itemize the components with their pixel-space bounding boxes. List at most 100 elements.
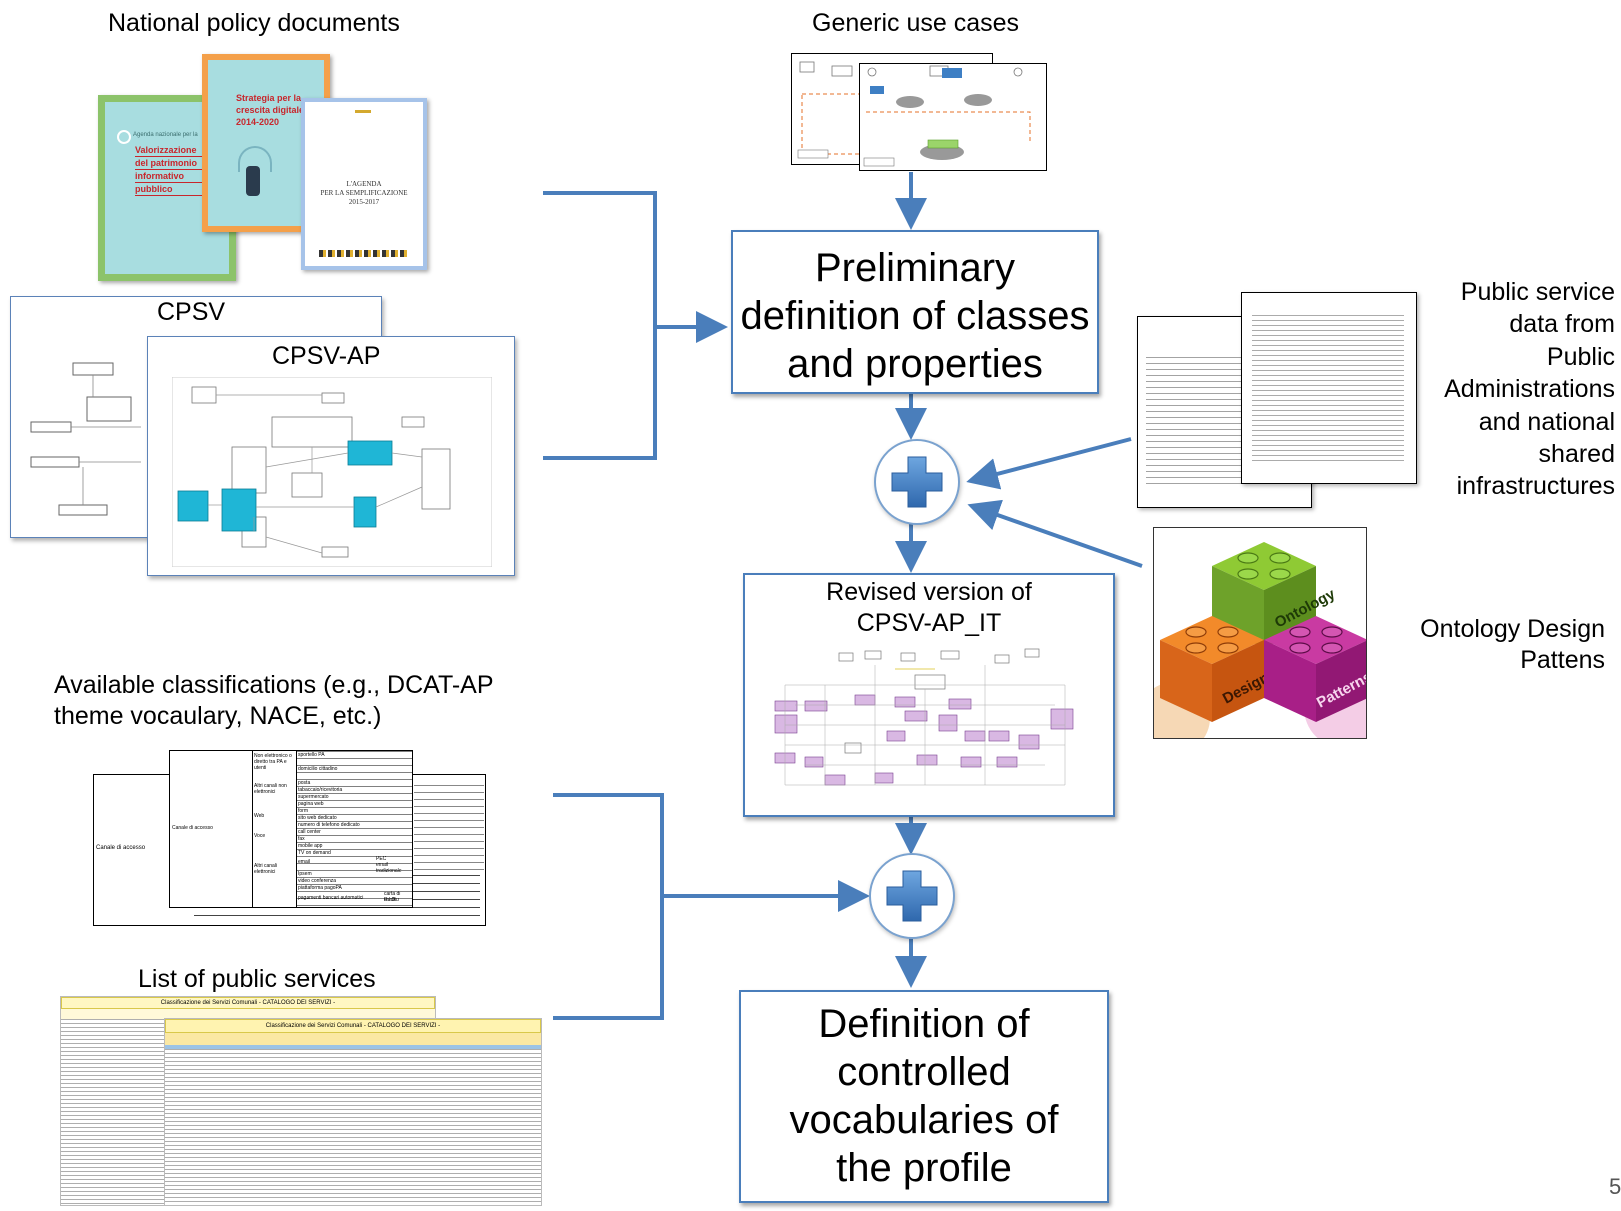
classification-table-front: Canale di accesso Non elettronico o dire…	[169, 750, 413, 908]
national-policy-label: National policy documents	[108, 9, 400, 37]
table-value-21: R.I.D.	[384, 897, 397, 903]
table-value-19: pagamenti bancari automatici	[298, 895, 364, 901]
revised-uml-sketch	[774, 648, 1074, 786]
revised-line-2: CPSV-AP_IT	[856, 609, 1002, 637]
psd-line-6: shared	[1538, 440, 1615, 469]
psd-line-3: Public	[1546, 342, 1615, 371]
doc-green-title-4: pubblico	[135, 183, 223, 196]
doc-green-line: Agenda nazionale per la	[133, 132, 198, 138]
psd-line-5: and national	[1478, 407, 1615, 436]
plus-icon	[891, 456, 943, 508]
plus-icon	[886, 870, 938, 922]
table-value-3: tabaccaio/ricevitoria	[298, 787, 343, 793]
table-row-3: Voce	[254, 833, 266, 839]
use-case-diagram-front	[859, 63, 1047, 171]
table-value-20: carta di credito	[384, 891, 401, 903]
psd-line-7: infrastructures	[1456, 472, 1615, 501]
psd-front-text	[1252, 315, 1404, 465]
table-value-10: fax	[298, 836, 305, 842]
revised-version-label: Revised version of CPSV-AP_IT	[745, 577, 1113, 639]
preliminary-definition-box: Preliminary definition of classes and pr…	[731, 230, 1099, 394]
table-row-1: Altri canali non elettronici	[254, 783, 287, 795]
arrow-odp-plus	[967, 499, 1143, 568]
psd-document-front	[1241, 292, 1417, 484]
doc-logo-icon	[117, 130, 131, 144]
ontology-blocks-icon: Ontology Design Patterns	[1154, 542, 1366, 738]
definition-line-1: Definition of	[818, 1002, 1030, 1046]
spreadsheet-title-1: Classificazione dei Servizi Comunali - C…	[61, 997, 435, 1009]
table-col-categories: Non elettronico o diretto tra PA e utent…	[252, 751, 297, 907]
table-value-7: sito web dedicato	[298, 815, 337, 821]
classifications-line-1: Available classifications (e.g., DCAT-AP	[54, 671, 494, 699]
table-value-9: call center	[298, 829, 321, 835]
back-table-left-cell: Canale di accesso	[96, 845, 146, 851]
table-row-0: Non elettronico o diretto tra PA e utent…	[254, 753, 292, 771]
table-value-8: numero di telefono dedicato	[298, 822, 360, 828]
list-services-label: List of public services	[138, 965, 376, 993]
definition-line-4: the profile	[836, 1146, 1012, 1190]
table-value-14: PEC	[376, 856, 387, 862]
odp-line-1: Ontology Design	[1420, 615, 1605, 643]
bracket-top	[543, 191, 657, 460]
odp-label: Ontology Design Pattens	[1420, 614, 1605, 676]
odp-image: Ontology Design Patterns	[1153, 527, 1367, 739]
doc-blue-title-1: L'AGENDA	[346, 180, 382, 188]
definition-line-3: vocabularies of	[789, 1098, 1059, 1142]
doc-blue-footer-icons	[319, 250, 407, 257]
table-col-values: sportello PA domicilio cittadino posta t…	[296, 751, 412, 907]
arrow-psd-plus	[966, 437, 1132, 490]
psd-line-1: Public service	[1460, 278, 1615, 306]
table-value-18: piattaforma pagoPA	[298, 885, 342, 891]
doc-blue-title-3: 2015-2017	[348, 198, 380, 206]
table-value-11: mobile app	[298, 843, 323, 849]
cpsv-ap-label: CPSV-AP	[272, 342, 381, 370]
psd-line-2: data from	[1509, 310, 1615, 339]
table-col-header: Canale di accesso	[172, 825, 213, 831]
preliminary-line-1: Preliminary	[814, 246, 1016, 290]
table-value-16: Ipsem	[298, 871, 312, 877]
classifications-line-2: theme vocaulary, NACE, etc.)	[54, 702, 382, 730]
psd-line-4: Administrations	[1444, 375, 1615, 404]
doc-orange-title-3: 2014-2020	[236, 117, 280, 127]
bracket-bottom	[553, 793, 664, 1020]
generic-use-cases-label: Generic use cases	[812, 9, 1020, 37]
doc-blue-title-2: PER LA SEMPLIFICAZIONE	[320, 189, 408, 197]
table-value-12: TV on demand	[298, 850, 331, 856]
use-case-front-sketch	[863, 65, 1031, 167]
preliminary-line-3: and properties	[787, 342, 1043, 386]
table-value-2: posta	[298, 780, 311, 786]
revised-version-box: Revised version of CPSV-AP_IT	[743, 573, 1115, 817]
doc-green-title-1: Valorizzazione	[135, 144, 223, 157]
table-row-4: Altri canali elettronici	[254, 863, 278, 875]
table-value-17: video conferenza	[298, 878, 337, 884]
classifications-label: Available classifications (e.g., DCAT-AP…	[54, 670, 494, 732]
definition-line-2: controlled	[837, 1050, 1011, 1094]
cpsv-ap-mini-uml	[172, 377, 492, 567]
table-row-2: Web	[254, 813, 265, 819]
table-value-0: sportello PA	[298, 752, 325, 758]
plus-circle-2	[869, 853, 955, 939]
doc-blue-title: L'AGENDA PER LA SEMPLIFICAZIONE 2015-201…	[305, 180, 423, 207]
table-value-13: email	[298, 859, 310, 865]
revised-line-1: Revised version of	[826, 578, 1032, 606]
table-value-6: form	[298, 808, 308, 814]
spreadsheet-title-2: Classificazione dei Servizi Comunali - C…	[165, 1019, 541, 1033]
table-value-5: pagina web	[298, 801, 324, 807]
signal-icon	[238, 146, 272, 172]
cpsv-mini-uml	[30, 362, 141, 516]
cpsv-ap-diagram: CPSV-AP	[147, 336, 515, 576]
doc-green-title-3: informativo	[135, 170, 223, 183]
doc-orange-title: Strategia per la crescita digitale 2014-…	[236, 92, 320, 128]
public-service-data-label: Public service data from Public Administ…	[1444, 276, 1615, 503]
doc-green-title: Valorizzazione del patrimonio informativ…	[135, 144, 223, 196]
table-value-4: supermercato	[298, 794, 329, 800]
doc-green-title-2: del patrimonio	[135, 157, 223, 170]
table-value-15: email tradizionale	[376, 862, 402, 874]
preliminary-line-2: definition of classes	[740, 294, 1090, 338]
definition-box: Definition of controlled vocabularies of…	[739, 990, 1109, 1203]
cpsv-label: CPSV	[157, 298, 226, 326]
hand-icon	[246, 166, 260, 196]
table-value-1: domicilio cittadino	[298, 766, 338, 772]
odp-line-2: Pattens	[1520, 646, 1605, 674]
